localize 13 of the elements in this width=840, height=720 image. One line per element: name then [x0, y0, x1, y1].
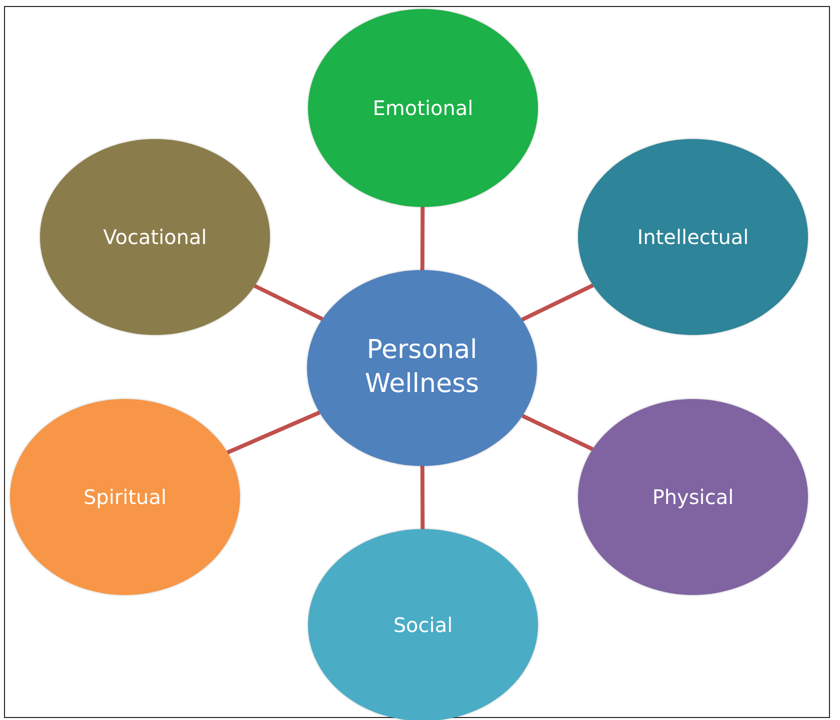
connector-line — [522, 414, 594, 452]
ellipse-label: Social — [393, 612, 453, 638]
connector-line — [254, 284, 324, 321]
ellipse-label: Emotional — [372, 95, 474, 121]
connector-line — [420, 466, 425, 529]
connector-line — [226, 410, 320, 454]
ellipse-label: Vocational — [103, 224, 207, 250]
ellipse-label: Physical — [652, 484, 734, 510]
ellipse-label: Intellectual — [637, 224, 749, 250]
ellipse-label: Spiritual — [83, 484, 167, 510]
ellipse-label: Personal Wellness — [364, 334, 480, 401]
connector-line — [420, 207, 425, 270]
connector-line — [521, 284, 594, 322]
